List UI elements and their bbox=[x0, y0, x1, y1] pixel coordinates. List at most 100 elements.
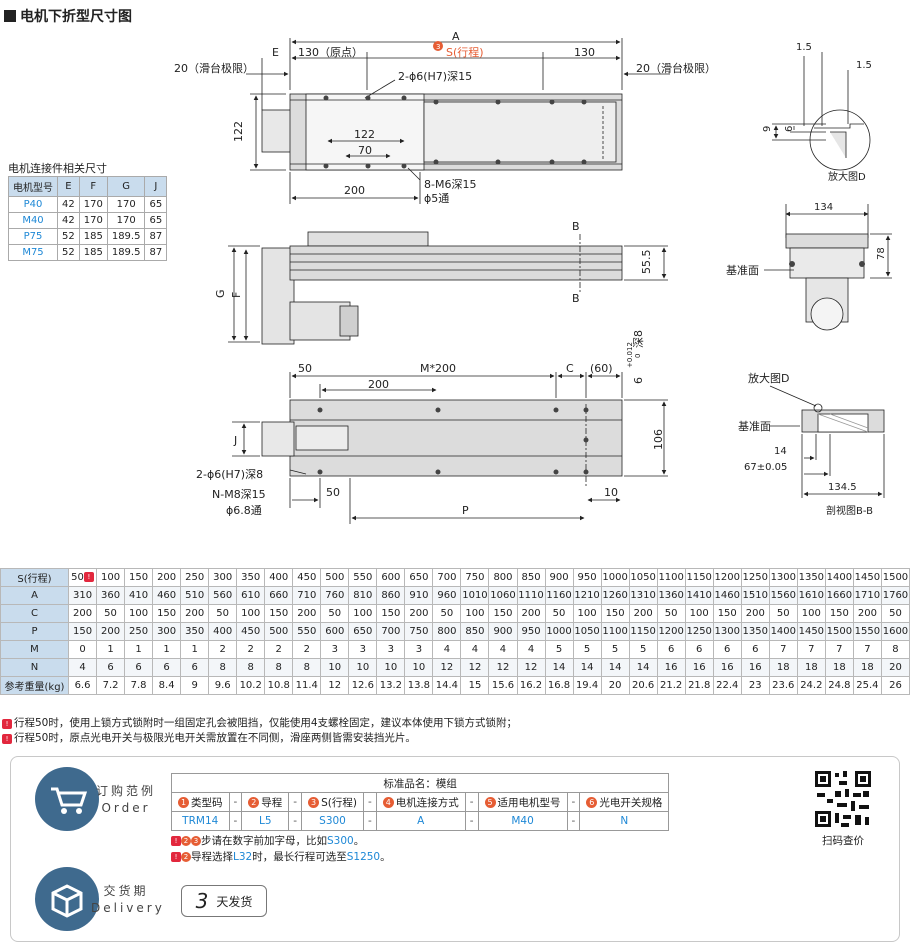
spec-row-label: C bbox=[0, 604, 69, 623]
spec-cell: 200 bbox=[152, 568, 182, 587]
spec-cell: 150 bbox=[376, 604, 406, 623]
spec-cell: 200 bbox=[180, 604, 210, 623]
note-text: 行程50时，使用上锁方式锁附时一组固定孔会被阻挡，仅能使用4支螺栓固定，建议本体… bbox=[14, 717, 518, 729]
spec-cell: 16 bbox=[684, 658, 714, 677]
spec-cell: 8.4 bbox=[152, 676, 182, 695]
warning-icon: ! bbox=[83, 572, 94, 582]
detail-6: 6 bbox=[784, 126, 795, 132]
spec-cell: 1000 bbox=[544, 622, 574, 641]
dim-200-bottom: 200 bbox=[368, 378, 389, 391]
spec-cell: 2 bbox=[208, 640, 238, 659]
spec-cell: 3 bbox=[320, 640, 350, 659]
motor-cell: 52 bbox=[57, 244, 80, 261]
spec-cell: 7.2 bbox=[96, 676, 126, 695]
spec-cell: 1500 bbox=[824, 622, 854, 641]
spec-cell: 500 bbox=[264, 622, 294, 641]
motor-cell: 65 bbox=[144, 196, 168, 213]
spec-cell: 150 bbox=[824, 604, 854, 623]
spec-cell: 7 bbox=[796, 640, 826, 659]
delivery-badge: 3 天发货 bbox=[181, 885, 267, 917]
spec-cell: 10 bbox=[376, 658, 406, 677]
spec-cell: 14 bbox=[600, 658, 630, 677]
spec-cell: 6 bbox=[656, 640, 686, 659]
spec-cell: 4 bbox=[488, 640, 518, 659]
spec-cell: 18 bbox=[824, 658, 854, 677]
spec-cell: 10.2 bbox=[236, 676, 266, 695]
motor-th: E bbox=[57, 176, 80, 197]
spec-cell: 13.8 bbox=[404, 676, 434, 695]
dim-tolerance-lower: 0 bbox=[634, 354, 642, 358]
dim-depth-8: 深8 bbox=[632, 330, 645, 348]
table-row: TRM14 - L5 - S300 - A - M40 - N bbox=[171, 811, 670, 831]
motor-model: P40 bbox=[8, 196, 58, 213]
order-label: 订购范例 Order bbox=[91, 783, 161, 817]
spec-cell: 100 bbox=[460, 604, 490, 623]
motor-th: 电机型号 bbox=[8, 176, 58, 197]
spec-cell: 750 bbox=[404, 622, 434, 641]
spec-cell: 24.8 bbox=[824, 676, 854, 695]
spec-cell: 1710 bbox=[852, 586, 882, 605]
spec-cell: 450 bbox=[236, 622, 266, 641]
spec-cell: 6 bbox=[96, 658, 126, 677]
spec-cell: 0 bbox=[67, 640, 98, 659]
spec-cell: 460 bbox=[152, 586, 182, 605]
spec-cell: 910 bbox=[404, 586, 434, 605]
spec-cell: 200 bbox=[404, 604, 434, 623]
spec-cell: 650 bbox=[348, 622, 378, 641]
qr-label: 扫码查价 bbox=[822, 835, 864, 847]
spec-cell: 1200 bbox=[656, 622, 686, 641]
spec-row-label: A bbox=[0, 586, 69, 605]
qr-code-icon[interactable] bbox=[813, 769, 873, 829]
spec-cell: 700 bbox=[376, 622, 406, 641]
dim-m6: 8-M6深15 bbox=[424, 178, 476, 191]
spec-cell: 150 bbox=[67, 622, 98, 641]
spec-cell: 50! bbox=[67, 568, 98, 587]
spec-cell: 5 bbox=[544, 640, 574, 659]
spec-cell: 960 bbox=[432, 586, 462, 605]
detail-reference-1: 基准面 bbox=[726, 264, 759, 277]
spec-cell: 850 bbox=[516, 568, 546, 587]
motor-cell: 65 bbox=[144, 212, 168, 229]
dim-70: 70 bbox=[358, 144, 372, 157]
spec-cell: 1010 bbox=[460, 586, 490, 605]
spec-cell: 21.2 bbox=[656, 676, 686, 695]
spec-cell: 950 bbox=[516, 622, 546, 641]
dim-6: 6 bbox=[632, 377, 645, 384]
dim-M200: M*200 bbox=[420, 362, 456, 375]
order-std-name: 标准品名：模组 bbox=[170, 773, 670, 793]
spec-cell: 1550 bbox=[852, 622, 882, 641]
spec-cell: 1 bbox=[96, 640, 126, 659]
spec-cell: 150 bbox=[264, 604, 294, 623]
dim-130-origin: 130（原点） bbox=[298, 46, 363, 59]
spec-cell: 18 bbox=[796, 658, 826, 677]
detail-14: 14 bbox=[774, 446, 787, 457]
spec-cell: 860 bbox=[376, 586, 406, 605]
motor-model: P75 bbox=[8, 228, 58, 245]
detail-label: 放大图D bbox=[828, 170, 866, 183]
warning-icon: ! bbox=[2, 718, 12, 729]
spec-cell: 1 bbox=[180, 640, 210, 659]
spec-cell: 710 bbox=[292, 586, 322, 605]
spec-cell: 1300 bbox=[712, 622, 742, 641]
spec-cell: 5 bbox=[572, 640, 602, 659]
spec-cell: 550 bbox=[292, 622, 322, 641]
order-label-cn: 订购范例 bbox=[95, 784, 156, 798]
spec-row-label: N bbox=[0, 658, 69, 677]
spec-cell: 15.6 bbox=[488, 676, 518, 695]
spec-cell: 50 bbox=[880, 604, 910, 623]
spec-cell: 650 bbox=[404, 568, 434, 587]
spec-cell: 1450 bbox=[796, 622, 826, 641]
dim-106: 106 bbox=[652, 429, 665, 450]
spec-cell: 2 bbox=[292, 640, 322, 659]
dim-130: 130 bbox=[574, 46, 595, 59]
spec-row-label: S(行程) bbox=[0, 568, 69, 587]
spec-cell: 50 bbox=[656, 604, 686, 623]
spec-cell: 560 bbox=[208, 586, 238, 605]
order-value: N bbox=[579, 811, 670, 831]
spec-cell: 1760 bbox=[880, 586, 910, 605]
